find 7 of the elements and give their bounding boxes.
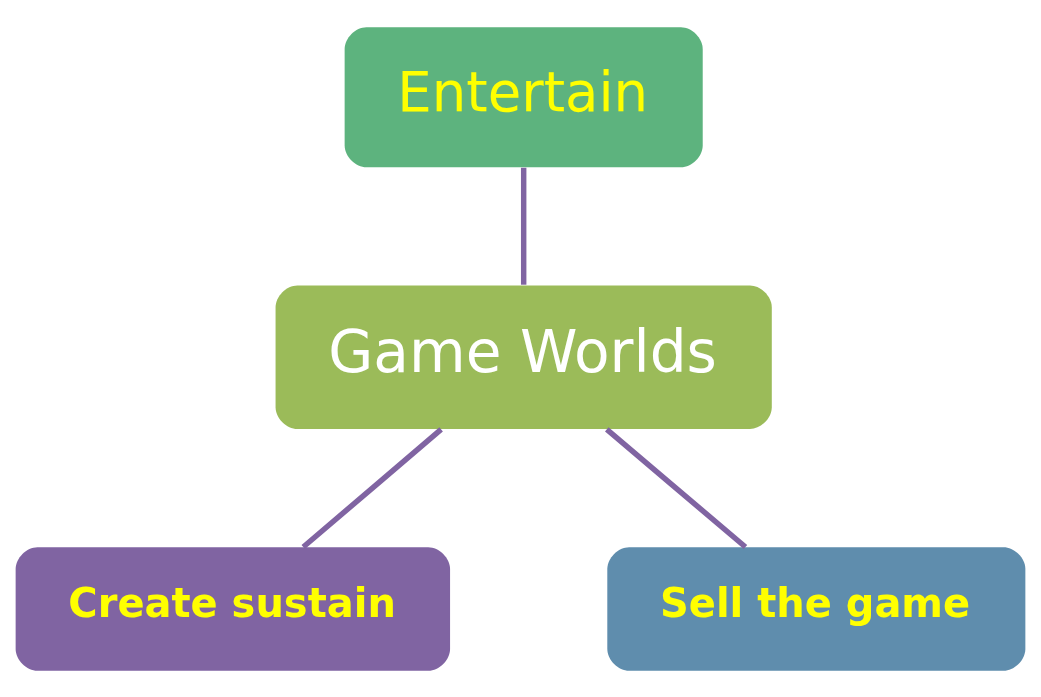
node-box: Create sustain: [15, 546, 451, 671]
connector: [520, 167, 527, 285]
node-box: Game Worlds: [275, 284, 772, 429]
connector: [605, 426, 748, 549]
node-box: Entertain: [344, 26, 703, 167]
connector: [301, 426, 443, 549]
node-box: Sell the game: [607, 546, 1026, 671]
